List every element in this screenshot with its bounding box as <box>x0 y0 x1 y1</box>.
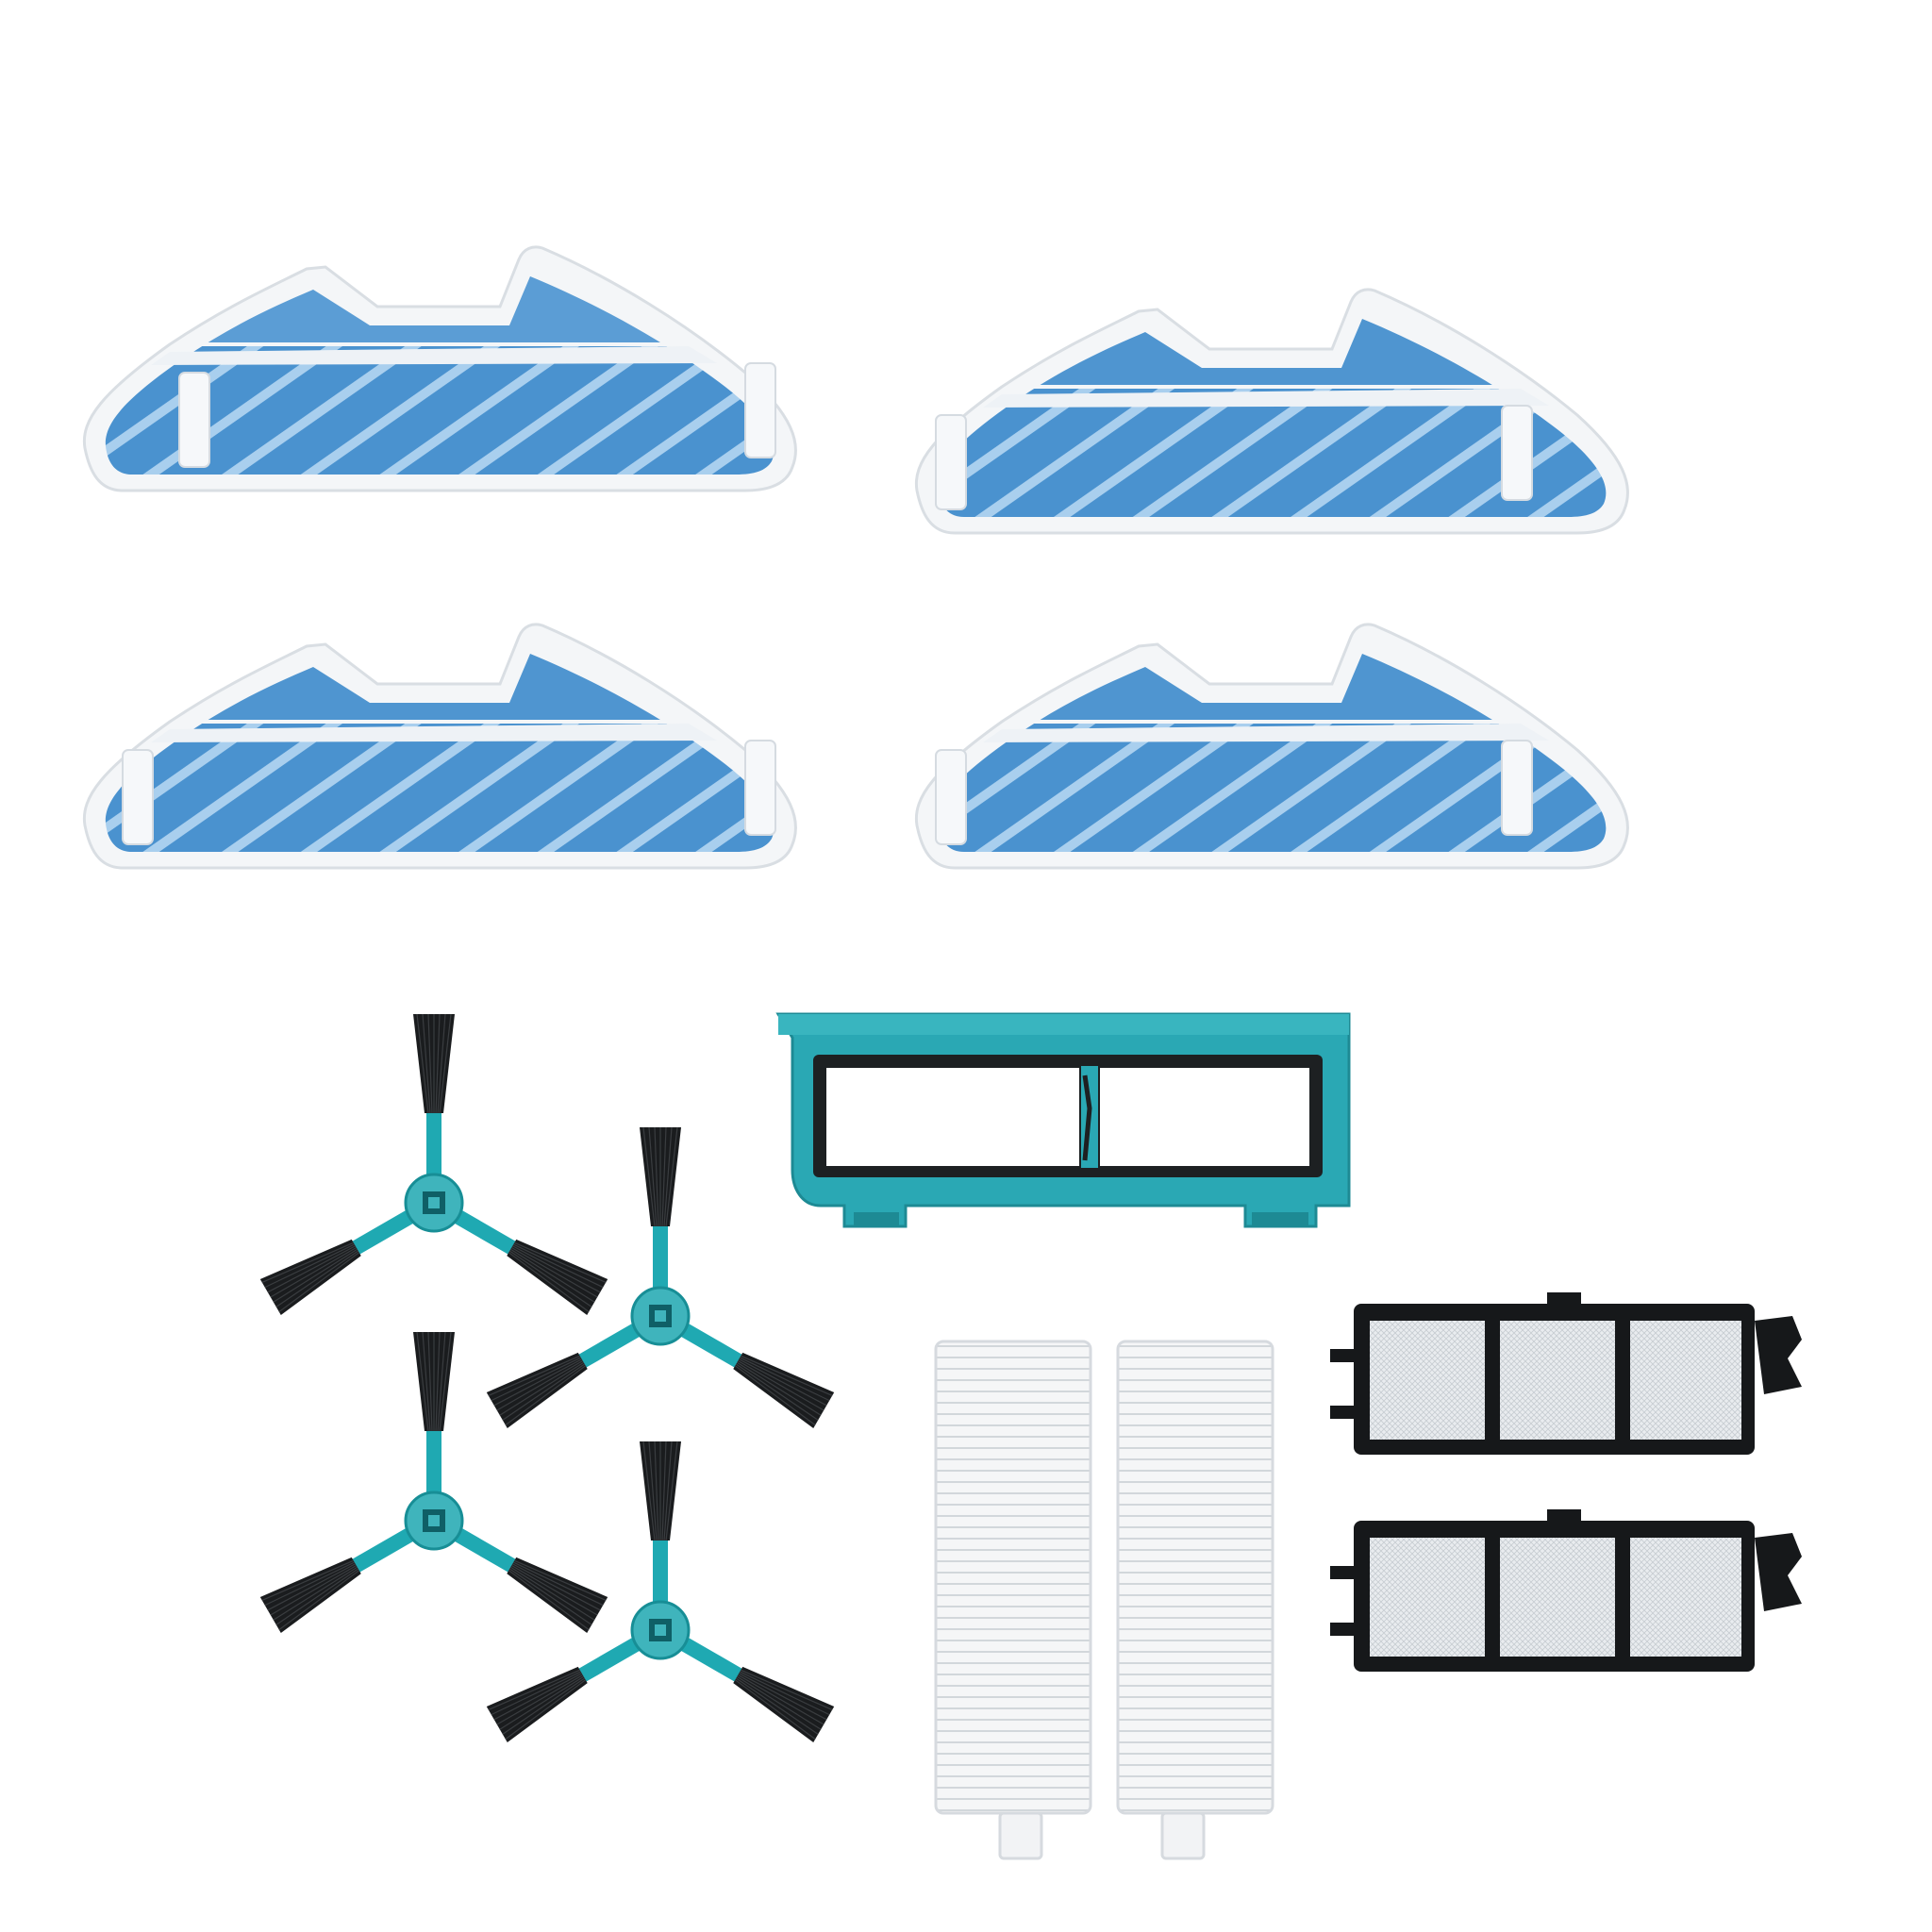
hepa-filter <box>1116 1340 1274 1860</box>
primary-mesh-filter <box>1330 1509 1802 1672</box>
side-brush <box>486 1441 835 1743</box>
side-brush <box>486 1126 835 1429</box>
side-brush <box>259 1331 608 1634</box>
roller-brush-cover <box>775 1012 1351 1228</box>
side-brush <box>259 1013 608 1316</box>
primary-mesh-filter <box>1330 1292 1802 1455</box>
hepa-filter <box>934 1340 1092 1860</box>
